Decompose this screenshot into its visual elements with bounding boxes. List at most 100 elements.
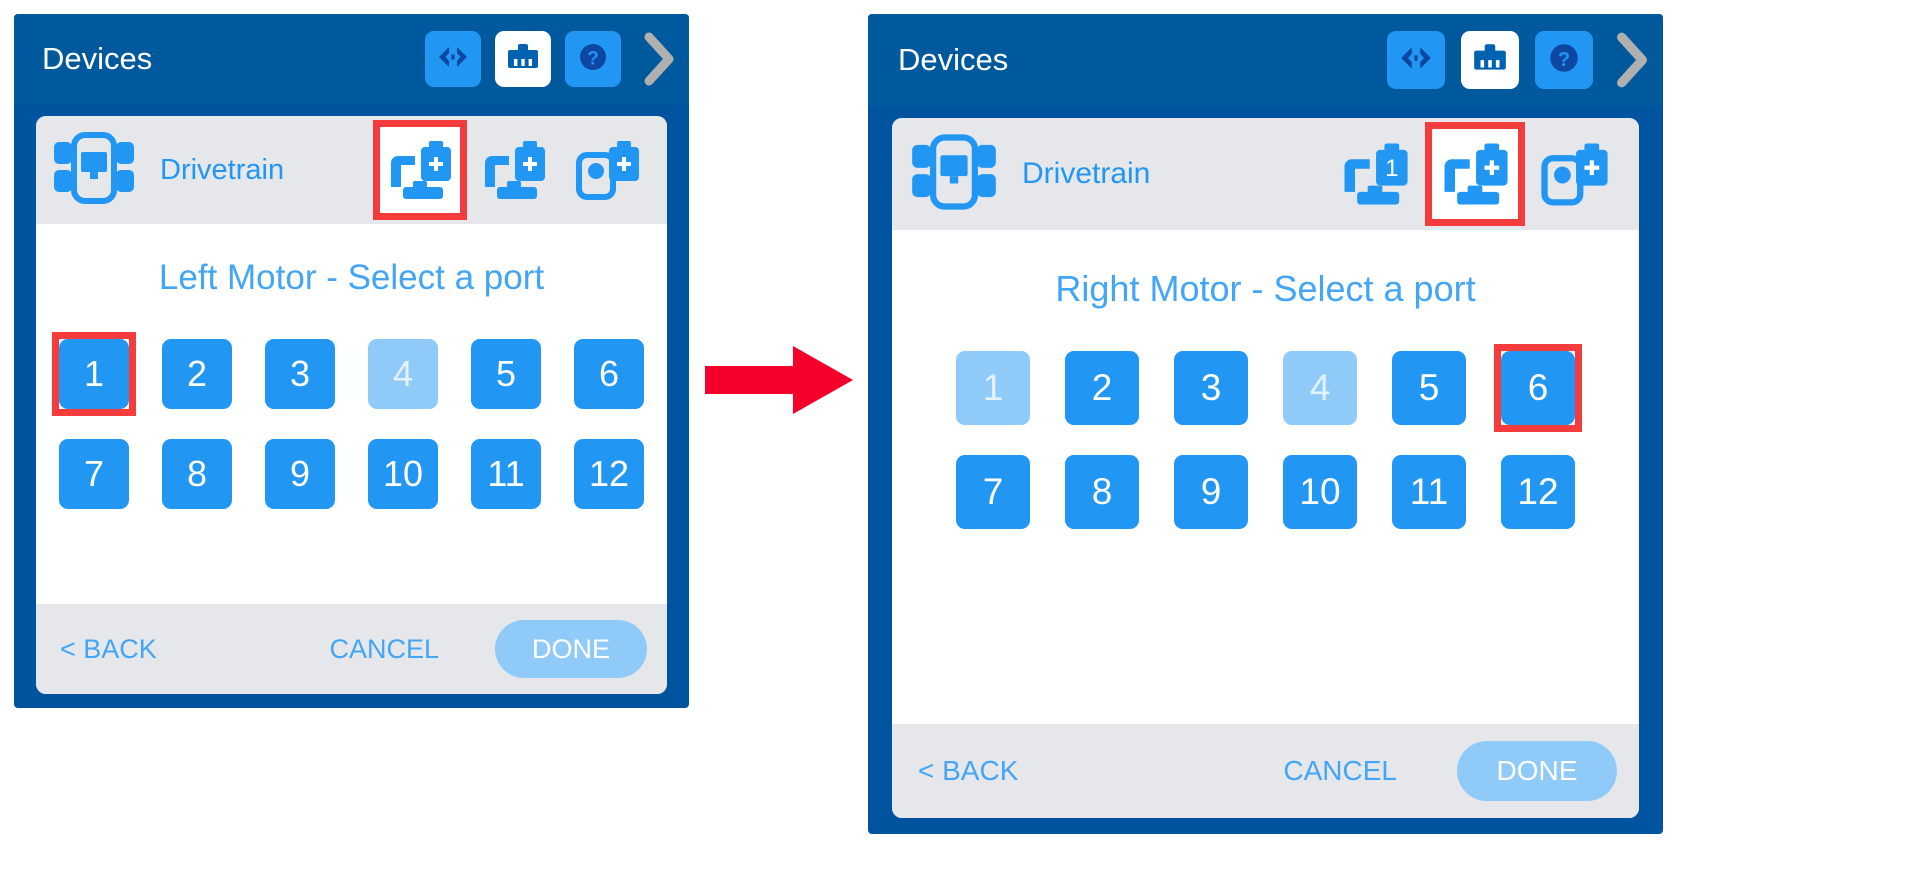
- cancel-button[interactable]: CANCEL: [1283, 755, 1397, 786]
- port-button[interactable]: 7: [59, 439, 129, 509]
- port-cell[interactable]: 1: [52, 332, 136, 416]
- right-motor-slot[interactable]: [1425, 122, 1525, 226]
- port-row: 1 2 3 4 5 6: [949, 344, 1582, 432]
- port-cell[interactable]: 9: [1167, 448, 1255, 536]
- port-cell[interactable]: 3: [258, 332, 342, 416]
- right-motor-step-panel: Devices ?: [868, 14, 1663, 834]
- port-cell[interactable]: 7: [949, 448, 1037, 536]
- page-title: Devices: [898, 42, 1009, 77]
- left-motor-step-panel: Devices ?: [14, 14, 689, 708]
- port-select-prompt: Right Motor - Select a port: [1055, 268, 1476, 309]
- device-row: Drivetrain: [36, 116, 667, 224]
- collapse-chevron-icon[interactable]: [639, 29, 679, 89]
- devices-button[interactable]: [495, 31, 551, 87]
- question-mark-icon: ?: [576, 40, 610, 79]
- done-button[interactable]: DONE: [495, 620, 647, 678]
- port-cell[interactable]: 11: [1385, 448, 1473, 536]
- port-cell[interactable]: 7: [52, 432, 136, 516]
- collapse-chevron-icon[interactable]: [1611, 29, 1653, 91]
- drivetrain-icon: [50, 130, 138, 211]
- port-cell[interactable]: 12: [567, 432, 651, 516]
- right-motor-slot[interactable]: [467, 120, 561, 220]
- port-cell[interactable]: 12: [1494, 448, 1582, 536]
- flow-arrow-icon: [705, 340, 855, 420]
- device-name-label: Drivetrain: [1022, 157, 1151, 190]
- port-cell[interactable]: 5: [464, 332, 548, 416]
- port-cell[interactable]: 8: [1058, 448, 1146, 536]
- svg-text:?: ?: [1558, 48, 1570, 70]
- port-button[interactable]: 11: [1392, 455, 1466, 529]
- port-button[interactable]: 3: [265, 339, 335, 409]
- port-cell[interactable]: 1: [949, 344, 1037, 432]
- help-button[interactable]: ?: [565, 31, 621, 87]
- panel-footer: < BACK CANCEL DONE: [892, 724, 1639, 818]
- port-cell[interactable]: 2: [1058, 344, 1146, 432]
- port-button[interactable]: 6: [1501, 351, 1575, 425]
- svg-text:?: ?: [587, 48, 599, 69]
- port-cell[interactable]: 10: [1276, 448, 1364, 536]
- port-grid: 1 2 3 4 5 6 7 8 9 10 11 12: [52, 332, 651, 532]
- port-cell[interactable]: 3: [1167, 344, 1255, 432]
- devices-button[interactable]: [1461, 31, 1519, 89]
- code-view-button[interactable]: [425, 31, 481, 87]
- left-motor-slot[interactable]: [373, 120, 467, 220]
- device-config-card: Drivetrain 1: [892, 118, 1639, 818]
- port-button[interactable]: 10: [1283, 455, 1357, 529]
- left-motor-slot[interactable]: 1: [1325, 122, 1425, 226]
- port-button[interactable]: 3: [1174, 351, 1248, 425]
- port-cell[interactable]: 6: [1494, 344, 1582, 432]
- port-row: 1 2 3 4 5 6: [52, 332, 651, 416]
- port-button[interactable]: 8: [1065, 455, 1139, 529]
- port-cell[interactable]: 4: [1276, 344, 1364, 432]
- back-button[interactable]: < BACK: [60, 633, 157, 664]
- port-cell[interactable]: 10: [361, 432, 445, 516]
- device-config-card: Drivetrain: [36, 116, 667, 694]
- device-row: Drivetrain 1: [892, 118, 1639, 230]
- page-title: Devices: [42, 41, 153, 76]
- port-button[interactable]: 9: [265, 439, 335, 509]
- port-button[interactable]: 2: [162, 339, 232, 409]
- device-name-label: Drivetrain: [160, 153, 285, 186]
- svg-text:1: 1: [1385, 155, 1398, 182]
- code-brackets-icon: [1398, 44, 1434, 77]
- port-button[interactable]: 5: [471, 339, 541, 409]
- done-button[interactable]: DONE: [1457, 741, 1617, 801]
- port-button[interactable]: 1: [59, 339, 129, 409]
- panel-footer: < BACK CANCEL DONE: [36, 604, 667, 694]
- port-grid: 1 2 3 4 5 6 7 8 9 10 11 12: [912, 344, 1619, 552]
- back-button[interactable]: < BACK: [918, 755, 1019, 786]
- port-cell[interactable]: 2: [155, 332, 239, 416]
- port-button[interactable]: 9: [1174, 455, 1248, 529]
- port-cell[interactable]: 9: [258, 432, 342, 516]
- panel-header: Devices ?: [868, 14, 1663, 106]
- code-brackets-icon: [436, 44, 470, 75]
- port-button[interactable]: 7: [956, 455, 1030, 529]
- panel-body: Left Motor - Select a port 1 2 3 4 5 6 7…: [36, 224, 667, 544]
- port-cell[interactable]: 11: [464, 432, 548, 516]
- port-button[interactable]: 12: [574, 439, 644, 509]
- port-button[interactable]: 12: [1501, 455, 1575, 529]
- port-cell[interactable]: 6: [567, 332, 651, 416]
- cancel-button[interactable]: CANCEL: [329, 633, 439, 664]
- port-button[interactable]: 11: [471, 439, 541, 509]
- panel-body: Right Motor - Select a port 1 2 3 4 5 6 …: [892, 230, 1639, 564]
- help-button[interactable]: ?: [1535, 31, 1593, 89]
- port-cell[interactable]: 8: [155, 432, 239, 516]
- port-row: 7 8 9 10 11 12: [949, 448, 1582, 536]
- device-port-icon: [505, 41, 541, 78]
- drivetrain-icon: [908, 132, 1000, 217]
- port-button: 4: [1283, 351, 1357, 425]
- port-cell[interactable]: 5: [1385, 344, 1473, 432]
- port-button[interactable]: 6: [574, 339, 644, 409]
- port-button: 1: [956, 351, 1030, 425]
- port-cell[interactable]: 4: [361, 332, 445, 416]
- gyro-sensor-slot[interactable]: [1525, 122, 1625, 226]
- port-button[interactable]: 5: [1392, 351, 1466, 425]
- port-button[interactable]: 2: [1065, 351, 1139, 425]
- port-button[interactable]: 10: [368, 439, 438, 509]
- question-mark-icon: ?: [1546, 40, 1582, 81]
- port-button[interactable]: 8: [162, 439, 232, 509]
- code-view-button[interactable]: [1387, 31, 1445, 89]
- port-row: 7 8 9 10 11 12: [52, 432, 651, 516]
- gyro-sensor-slot[interactable]: [561, 120, 655, 220]
